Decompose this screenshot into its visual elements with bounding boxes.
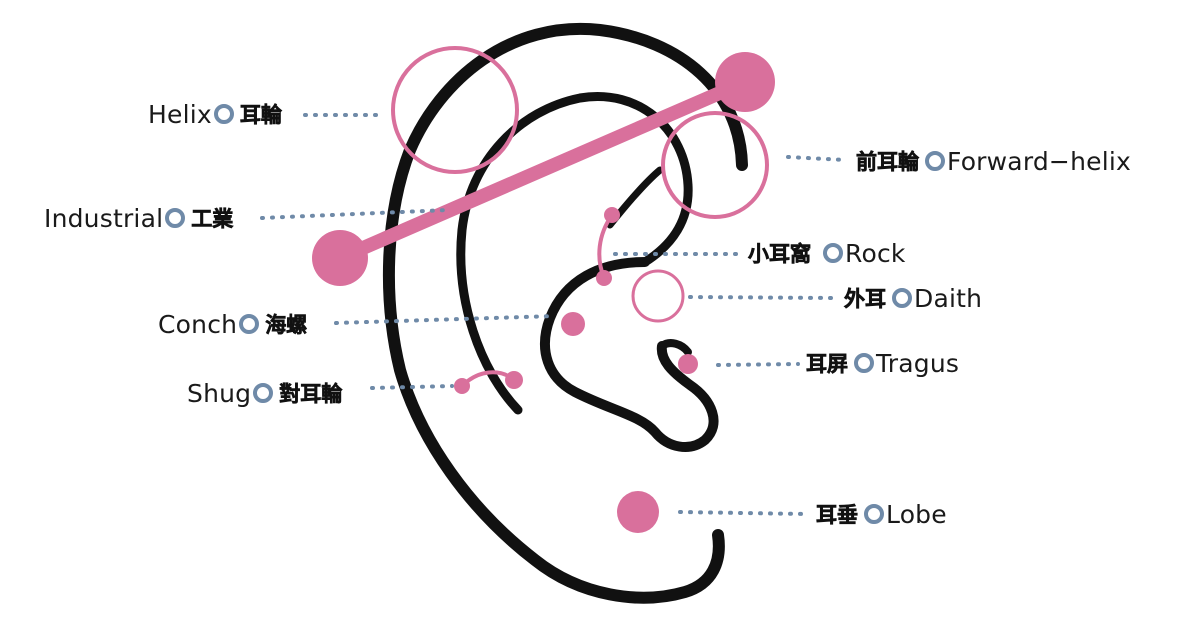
snug-marker-icon bbox=[253, 383, 274, 403]
conch-marker-icon bbox=[239, 314, 260, 334]
concha-fold bbox=[540, 257, 719, 452]
industrial-leader bbox=[260, 208, 450, 220]
helix-marker-icon bbox=[213, 104, 234, 124]
helix-ring bbox=[391, 46, 519, 174]
lobe-label-zh: 耳垂 bbox=[816, 503, 859, 528]
rook-ball-bottom bbox=[596, 270, 612, 286]
tragus-leader bbox=[716, 362, 800, 367]
daith-label-zh: 外耳 bbox=[844, 287, 887, 312]
forward-helix-label-en: Forward−helix bbox=[947, 146, 1131, 176]
forward-helix-marker-icon bbox=[925, 151, 945, 171]
industrial-label: Industrial 工業 bbox=[44, 201, 237, 235]
lobe-label: 耳垂 Lobe bbox=[812, 497, 947, 531]
lobe-label-en: Lobe bbox=[886, 499, 947, 529]
daith-leader bbox=[688, 295, 834, 300]
rook-label-en: Rock bbox=[845, 238, 906, 268]
industrial-ball-right bbox=[715, 52, 775, 112]
tragus-marker-icon bbox=[854, 353, 874, 373]
rook-label: 小耳窩 Rock bbox=[744, 236, 906, 270]
forward-helix-label-zh: 前耳輪 bbox=[856, 150, 920, 175]
snug-label: Shug 對耳輪 bbox=[187, 376, 346, 410]
daith-ring bbox=[631, 269, 685, 323]
conch-stud bbox=[561, 312, 585, 336]
daith-label: 外耳 Daith bbox=[840, 281, 982, 315]
snug-ball-right bbox=[505, 371, 523, 389]
industrial-label-zh: 工業 bbox=[191, 207, 234, 232]
industrial-marker-icon bbox=[165, 208, 186, 228]
snug-leader bbox=[370, 384, 454, 390]
industrial-bar bbox=[333, 75, 752, 265]
forward-helix-label: 前耳輪 Forward−helix bbox=[852, 144, 1131, 178]
daith-label-en: Daith bbox=[914, 283, 983, 313]
snug-label-zh: 對耳輪 bbox=[279, 382, 343, 407]
leader-lines bbox=[260, 113, 847, 516]
tragus-outline bbox=[658, 339, 692, 356]
helix-label-en: Helix bbox=[148, 99, 212, 129]
tragus-stud bbox=[678, 354, 698, 374]
rook-marker-icon bbox=[823, 243, 843, 263]
conch-leader bbox=[334, 314, 557, 325]
tragus-label-zh: 耳屏 bbox=[806, 352, 849, 377]
conch-label: Conch 海螺 bbox=[158, 307, 311, 341]
industrial-ball-left bbox=[312, 230, 368, 286]
conch-label-en: Conch bbox=[158, 309, 238, 339]
outer-helix-rim bbox=[382, 22, 748, 604]
helix-label-zh: 耳輪 bbox=[239, 103, 283, 128]
forward-helix-ring bbox=[661, 111, 769, 219]
forward-helix-leader bbox=[786, 155, 847, 162]
daith-marker-icon bbox=[892, 288, 912, 308]
conch-label-zh: 海螺 bbox=[265, 313, 308, 338]
helix-label: Helix 耳輪 bbox=[148, 97, 286, 131]
lobe-stud bbox=[617, 491, 659, 533]
jewelry-group bbox=[312, 46, 775, 533]
lobe-leader bbox=[678, 510, 808, 516]
antihelix-line bbox=[456, 92, 693, 415]
snug-ball-left bbox=[454, 378, 470, 394]
lobe-marker-icon bbox=[864, 504, 884, 524]
tragus-label-en: Tragus bbox=[876, 348, 960, 378]
rook-label-zh: 小耳窩 bbox=[748, 242, 812, 267]
tragus-label: 耳屏 Tragus bbox=[802, 346, 959, 380]
rook-ball-top bbox=[604, 207, 620, 223]
snug-label-en: Shug bbox=[187, 378, 252, 408]
ear-outline bbox=[382, 22, 748, 604]
industrial-label-en: Industrial bbox=[44, 203, 164, 233]
